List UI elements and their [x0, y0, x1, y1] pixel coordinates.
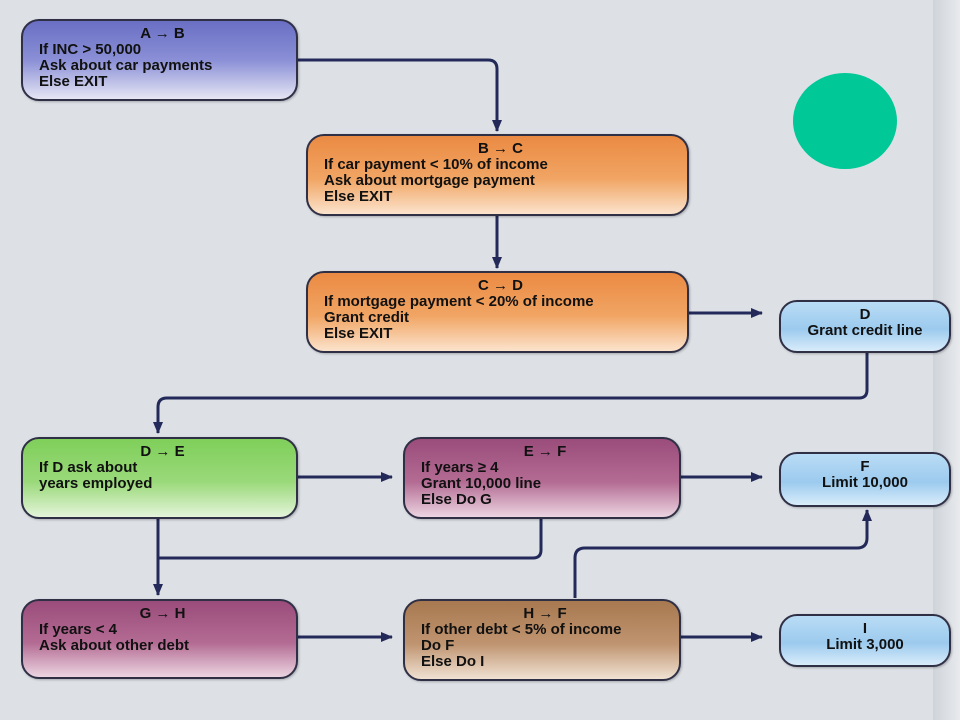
node-b-to-c-condition: If car payment < 10% of income — [324, 156, 548, 173]
node-d-to-e-action: years employed — [39, 475, 153, 492]
node-a-to-b-condition: If INC > 50,000 — [39, 41, 142, 58]
node-b-to-c-heading: B → C — [478, 140, 523, 157]
node-d-to-e-heading: D → E — [140, 443, 185, 460]
node-d-action: Grant credit line — [807, 322, 923, 339]
node-f: F Limit 10,000 — [779, 452, 951, 507]
node-e-to-f: E → F If years ≥ 4 Grant 10,000 line Els… — [403, 437, 681, 519]
node-b-to-c-action: Ask about mortgage payment — [324, 172, 535, 189]
node-h-to-f-condition: If other debt < 5% of income — [421, 621, 622, 638]
node-c-to-d: C → D If mortgage payment < 20% of incom… — [306, 271, 689, 353]
node-e-to-f-action: Grant 10,000 line — [421, 475, 542, 492]
node-e-to-f-condition: If years ≥ 4 — [421, 459, 499, 476]
node-g-to-h-condition: If years < 4 — [39, 621, 117, 638]
node-a-to-b-action: Ask about car payments — [39, 57, 213, 74]
arrow-ab-to-bc — [297, 58, 502, 132]
decorative-circle — [793, 73, 897, 169]
node-g-to-h-action: Ask about other debt — [39, 637, 190, 654]
node-h-to-f-else: Else Do I — [421, 653, 485, 670]
node-d-heading: D — [859, 306, 871, 323]
node-d-to-e: D → E If D ask about years employed — [21, 437, 298, 519]
node-i-heading: I — [862, 620, 868, 637]
node-d: D Grant credit line — [779, 300, 951, 353]
node-a-to-b: A → B If INC > 50,000 Ask about car paym… — [21, 19, 298, 101]
node-i-action: Limit 3,000 — [826, 636, 904, 653]
node-c-to-d-heading: C → D — [478, 277, 523, 294]
node-h-to-f-action: Do F — [421, 637, 455, 654]
node-a-to-b-else: Else EXIT — [39, 73, 108, 90]
arrow-hf-to-f — [573, 509, 872, 598]
node-f-heading: F — [860, 458, 870, 475]
node-b-to-c-else: Else EXIT — [324, 188, 393, 205]
node-h-to-f: H → F If other debt < 5% of income Do F … — [403, 599, 681, 681]
node-g-to-h-heading: G → H — [139, 605, 186, 622]
node-i: I Limit 3,000 — [779, 614, 951, 667]
node-a-to-b-heading: A → B — [140, 25, 185, 42]
node-c-to-d-action: Grant credit — [324, 309, 410, 326]
node-g-to-h: G → H If years < 4 Ask about other debt — [21, 599, 298, 679]
connector-ef-else-to-gh — [158, 518, 543, 560]
node-c-to-d-condition: If mortgage payment < 20% of income — [324, 293, 594, 310]
node-f-action: Limit 10,000 — [822, 474, 908, 491]
node-h-to-f-heading: H → F — [523, 605, 567, 622]
node-c-to-d-else: Else EXIT — [324, 325, 393, 342]
node-e-to-f-heading: E → F — [523, 443, 567, 460]
page-edge-strip — [933, 0, 960, 720]
node-e-to-f-else: Else Do G — [421, 491, 492, 508]
node-b-to-c: B → C If car payment < 10% of income Ask… — [306, 134, 689, 216]
arrow-d-to-de — [153, 353, 869, 434]
node-d-to-e-condition: If D ask about — [39, 459, 138, 476]
